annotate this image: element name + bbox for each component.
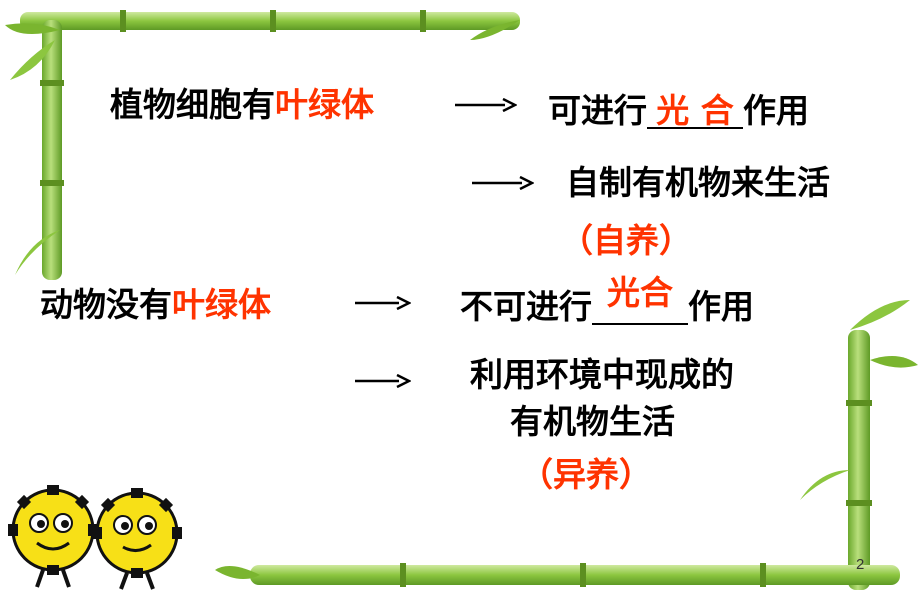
gear-mascots-illustration bbox=[8, 485, 182, 590]
plant-line1-prefix: 可进行 bbox=[548, 91, 647, 130]
page-number: 2 bbox=[856, 556, 865, 573]
animal-line1: 不可进行光合 作用 bbox=[460, 276, 754, 326]
plant-organelle: 叶绿体 bbox=[275, 85, 374, 124]
plant-line1-blank: 光 合 bbox=[647, 94, 743, 129]
arrow-right-icon bbox=[355, 296, 411, 310]
gear-mascot-right bbox=[92, 488, 182, 590]
arrow-right-icon bbox=[472, 176, 534, 190]
animal-line1-answer: 光合 bbox=[607, 273, 673, 312]
arrow-right-icon bbox=[355, 374, 411, 388]
animal-line1-prefix: 不可进行 bbox=[460, 287, 592, 326]
plant-subject-line: 植物细胞有叶绿体 bbox=[110, 88, 374, 121]
arrow-right-icon bbox=[455, 98, 517, 112]
animal-label: （异养） bbox=[520, 455, 652, 494]
animal-subject-line: 动物没有叶绿体 bbox=[40, 288, 271, 321]
animal-subject: 动物没有 bbox=[40, 285, 172, 324]
animal-line1-suffix: 作用 bbox=[688, 287, 754, 326]
plant-label: （自养） bbox=[560, 221, 692, 260]
plant-subject: 植物细胞有 bbox=[110, 85, 275, 124]
animal-line2a: 利用环境中现成的 bbox=[470, 355, 734, 394]
plant-line2: 自制有机物来生活 bbox=[566, 163, 830, 202]
animal-organelle: 叶绿体 bbox=[172, 285, 271, 324]
gear-mascot-left bbox=[8, 485, 98, 588]
plant-line1: 可进行光 合作用 bbox=[548, 94, 809, 129]
plant-line1-suffix: 作用 bbox=[743, 91, 809, 130]
animal-line2b: 有机物生活 bbox=[510, 402, 675, 441]
animal-line1-blank: 光合 bbox=[592, 276, 688, 325]
